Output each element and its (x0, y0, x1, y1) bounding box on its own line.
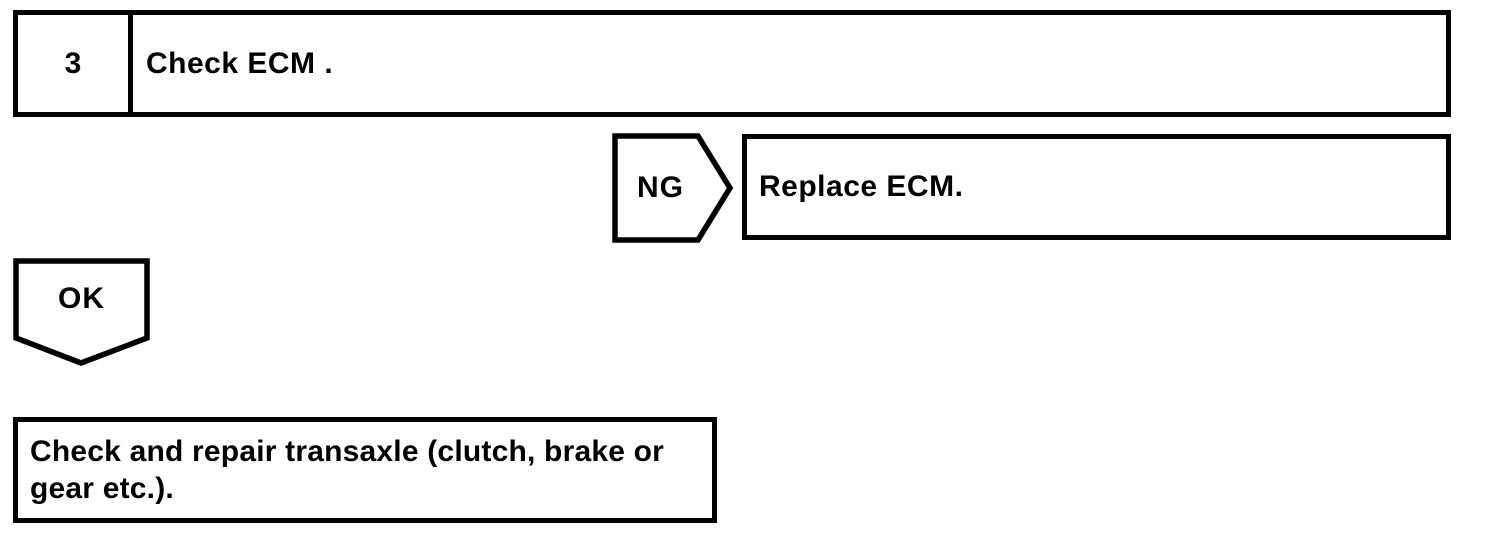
ng-action-box: Replace ECM. (742, 134, 1451, 240)
step-number: 3 (18, 15, 133, 112)
ng-connector-label: NG (637, 171, 684, 204)
step-box: 3 Check ECM . (13, 10, 1451, 117)
ok-action-box: Check and repair transaxle (clutch, brak… (13, 417, 717, 523)
ok-connector-label: OK (58, 282, 105, 315)
ng-action-label: Replace ECM. (759, 170, 964, 203)
ng-pentagon-icon (612, 133, 734, 243)
ok-pentagon-icon (13, 258, 150, 366)
ok-connector: OK (13, 258, 150, 366)
ok-action-label: Check and repair transaxle (clutch, brak… (30, 435, 665, 505)
ng-connector: NG (612, 133, 734, 243)
step-title: Check ECM . (146, 46, 334, 80)
